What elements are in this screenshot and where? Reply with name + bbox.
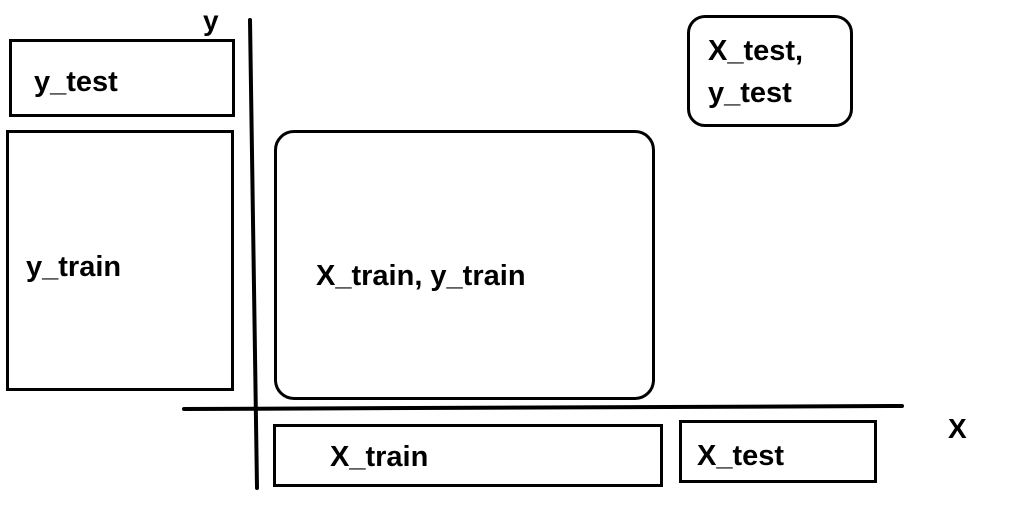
- x-test-y-test-label: X_test, y_test: [708, 30, 803, 114]
- x-test-y-test-box: [687, 15, 853, 127]
- x-axis-label: X: [948, 413, 967, 444]
- y-train-label: y_train: [26, 251, 122, 283]
- x-test-box: [679, 420, 877, 483]
- x-test-y-test-line-1: X_test,: [708, 35, 804, 67]
- x-train-label: X_train: [330, 441, 429, 473]
- x-test-y-test-line-2: y_test: [708, 77, 792, 110]
- y-axis-line: [248, 18, 259, 490]
- x-train-box: [273, 424, 663, 487]
- y-axis-label: y: [203, 5, 219, 36]
- y-test-box: [9, 39, 235, 117]
- x-axis-line: [182, 404, 904, 411]
- x-train-y-train-box: [274, 130, 655, 400]
- x-test-label: X_test: [697, 440, 785, 472]
- y-train-box: [6, 130, 234, 391]
- x-train-y-train-label: X_train, y_train: [316, 260, 526, 292]
- y-test-label: y_test: [34, 66, 118, 98]
